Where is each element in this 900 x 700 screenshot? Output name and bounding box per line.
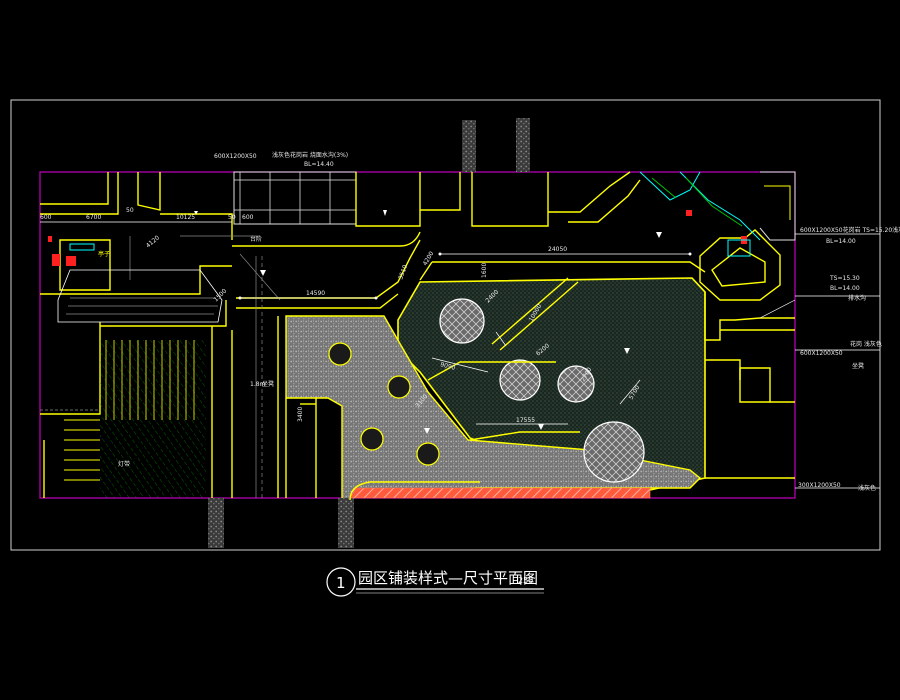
dimension-lines: [40, 221, 690, 425]
dim-value: 17555: [516, 417, 535, 424]
construction-lines: [40, 235, 281, 498]
label-right-note3: 坐凳: [852, 362, 864, 370]
label-right-bl: BL=14.00: [830, 285, 860, 292]
tree-pits-path: [328, 342, 440, 466]
orange-paving-band: [349, 487, 651, 499]
drawing-title: 园区铺装样式—尺寸平面图: [358, 569, 538, 587]
dim-value: 6700: [86, 214, 101, 221]
small-tree-pit: [328, 342, 352, 366]
gravel-strip-top: [462, 120, 476, 172]
building-detail-topright: [639, 171, 796, 241]
dim-value: 4120: [145, 234, 161, 249]
stairs-left-edge: [64, 419, 100, 481]
dim-value: 24050: [548, 246, 567, 253]
tree-pits-plaza: [439, 298, 645, 483]
gravel-strip-bottom-mid: [338, 498, 354, 548]
tree-pit: [557, 365, 595, 403]
gravel-strip-bottom-left: [208, 498, 224, 548]
tree-pit: [499, 359, 541, 401]
annotation-texts: 600X1200X50 浅灰色花岗岩 烧面水沟(3%) BL=14.40 600…: [98, 151, 900, 492]
cyan-fixture: [69, 239, 751, 257]
dimension-ticks: [238, 252, 692, 300]
drawing-number: 1: [336, 574, 346, 592]
dim-value: 4200: [422, 250, 436, 267]
roof-hatch: [57, 269, 223, 323]
dim-value: 3510: [397, 264, 409, 281]
grid-structure: [233, 171, 357, 225]
label-stairs: 台阶: [250, 235, 262, 243]
label-right-ts: TS=15.30: [829, 275, 860, 282]
small-tree-pit: [360, 427, 384, 451]
label-right-spec1: 600X1200X50花岗岩 TS=15.20浅灰色: [800, 226, 900, 234]
tree-pit: [439, 298, 485, 344]
roof-hatch-lines: [66, 297, 218, 315]
title-block: 1 园区铺装样式—尺寸平面图 250: [326, 567, 544, 597]
label-seat: 坐凳: [262, 380, 274, 388]
label-pavilion: 亭子: [98, 250, 110, 258]
dim-value: 600: [242, 214, 254, 221]
drawing-scale: 250: [518, 576, 533, 585]
dim-value: 50: [228, 214, 236, 221]
label-slope: 1.8m: [250, 381, 266, 388]
label-lamp: 灯带: [118, 460, 130, 468]
label-top-note2: BL=14.40: [304, 161, 334, 168]
drawing-frame: [10, 99, 881, 551]
label-right-drain: 排水沟: [848, 294, 866, 302]
tree-pit: [583, 421, 645, 483]
label-right-spec2: 600X1200X50: [800, 350, 843, 357]
dim-value: 9090: [439, 361, 456, 372]
leader-lines: [759, 233, 880, 489]
label-right-spec1b: BL=14.00: [826, 238, 856, 245]
dim-value: 1600: [481, 263, 488, 278]
dim-value: 14590: [306, 290, 325, 297]
stairs-lines: [105, 340, 195, 420]
dim-value: 50: [126, 207, 134, 214]
label-right-note2: 花岗 浅灰色: [850, 340, 882, 348]
planting-area: [100, 340, 206, 498]
label-top-spec: 600X1200X50: [214, 153, 257, 160]
dim-value: 600: [40, 214, 52, 221]
level-markers: [194, 210, 662, 434]
label-top-note: 浅灰色花岗岩 烧面水沟(3%): [272, 151, 348, 159]
drawing-number-circle: [326, 567, 356, 597]
dim-value: 10125: [176, 214, 195, 221]
label-bottom-spec: 300X1200X50: [798, 482, 841, 489]
gravel-strip-top2: [516, 118, 530, 172]
dim-value: 3400: [297, 407, 304, 422]
label-bottom-note: 浅灰色: [858, 484, 876, 492]
small-tree-pit: [416, 442, 440, 466]
small-tree-pit: [387, 375, 411, 399]
